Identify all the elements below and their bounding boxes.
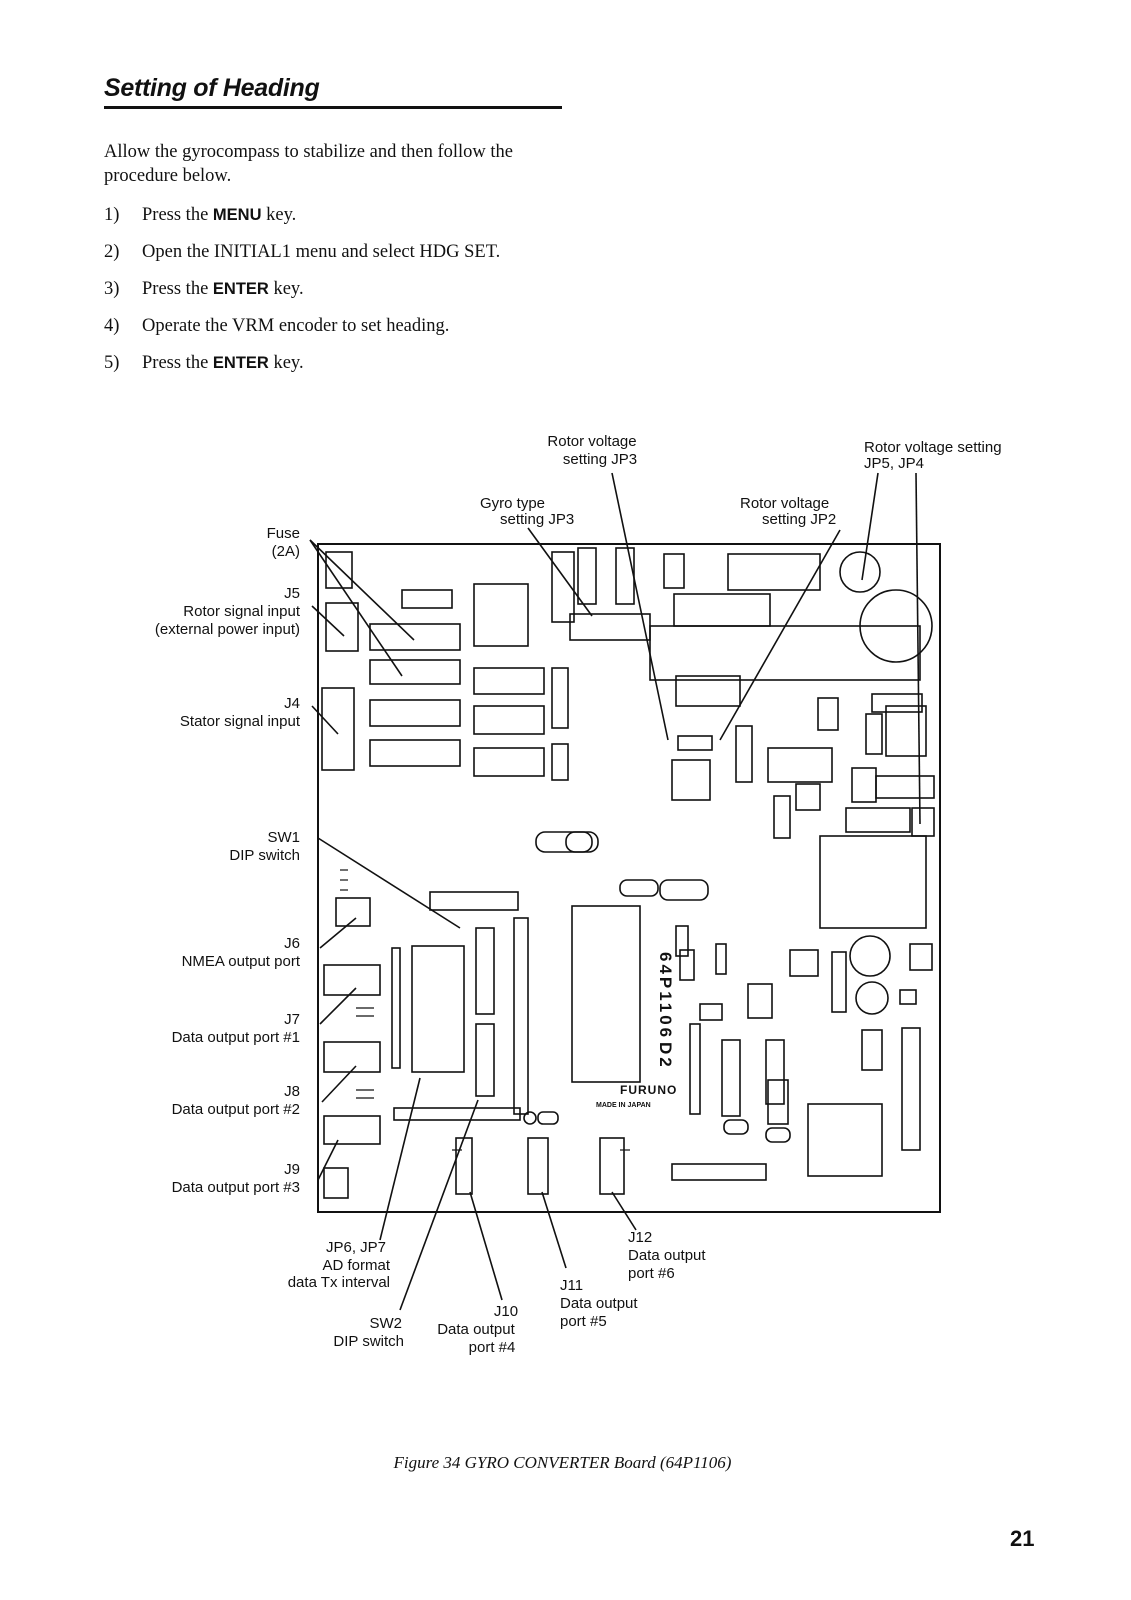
svg-text:DIP switch: DIP switch — [229, 847, 300, 864]
svg-text:Data output: Data output — [560, 1295, 638, 1312]
label-sw1: SW1 — [267, 829, 300, 846]
svg-text:Data output port #1: Data output port #1 — [172, 1029, 300, 1046]
chip-revision: D2 — [656, 1042, 675, 1070]
label-j11: J11 — [560, 1277, 583, 1294]
j5-connector — [325, 602, 359, 652]
svg-text:(2A): (2A) — [272, 543, 300, 560]
j9-connector — [323, 1167, 349, 1199]
svg-text:Data output: Data output — [628, 1247, 706, 1264]
label-j8: J8 — [284, 1083, 300, 1100]
key-name: ENTER — [212, 280, 269, 298]
svg-text:port #6: port #6 — [628, 1265, 675, 1282]
label-fuse: Fuse — [267, 525, 300, 542]
step-5: 5) Press the ENTER key. — [104, 351, 704, 388]
key-name: ENTER — [212, 354, 269, 372]
step-text: Open the INITIAL1 menu and select HDG SE… — [142, 242, 501, 262]
label-rotor-jp2: Rotor voltage — [740, 495, 829, 512]
svg-text:setting JP3: setting JP3 — [563, 451, 637, 468]
svg-text:JP5, JP4: JP5, JP4 — [864, 455, 924, 472]
fuse-holder — [325, 551, 353, 589]
step-2: 2) Open the INITIAL1 menu and select HDG… — [104, 240, 704, 277]
step-3: 3) Press the ENTER key. — [104, 277, 704, 314]
procedure-steps: 1) Press the MENU key. 2) Open the INITI… — [104, 203, 704, 388]
label-j6: J6 — [284, 935, 300, 952]
sw1-dip-switch — [335, 897, 371, 927]
svg-text:setting JP3: setting JP3 — [500, 511, 574, 528]
step-number: 1) — [104, 205, 120, 225]
svg-text:data Tx interval: data Tx interval — [288, 1274, 390, 1291]
step-number: 4) — [104, 316, 120, 336]
j11-connector — [527, 1137, 549, 1195]
j12-connector — [599, 1137, 625, 1195]
step-number: 2) — [104, 242, 120, 262]
label-sw2: SW2 — [369, 1315, 402, 1332]
board-outline — [317, 543, 941, 1213]
svg-text:(external power input): (external power input) — [155, 621, 300, 638]
label-j5: J5 — [284, 585, 300, 602]
intro-paragraph: Allow the gyrocompass to stabilize and t… — [104, 142, 513, 186]
svg-text:Data output port #3: Data output port #3 — [172, 1179, 300, 1196]
step-number: 5) — [104, 353, 120, 373]
svg-text:Rotor signal input: Rotor signal input — [183, 603, 301, 620]
label-j12: J12 — [628, 1229, 652, 1246]
label-j10: J10 — [494, 1303, 518, 1320]
j10-connector — [455, 1137, 473, 1195]
label-j9: J9 — [284, 1161, 300, 1178]
step-text: Press the ENTER key. — [142, 279, 304, 299]
j4-connector — [321, 687, 355, 771]
step-text: Operate the VRM encoder to set heading. — [142, 316, 450, 336]
step-text: Press the MENU key. — [142, 205, 297, 225]
label-jp6-jp7: JP6, JP7 — [326, 1239, 386, 1256]
label-rotor-jp5-jp4: Rotor voltage setting — [864, 439, 1002, 456]
svg-text:Stator signal input: Stator signal input — [180, 713, 301, 730]
label-j7: J7 — [284, 1011, 300, 1028]
step-4: 4) Operate the VRM encoder to set headin… — [104, 314, 704, 351]
svg-text:AD format: AD format — [322, 1257, 390, 1274]
label-rotor-jp3: Rotor voltage — [547, 433, 636, 450]
step-number: 3) — [104, 279, 120, 299]
svg-text:Data output port #2: Data output port #2 — [172, 1101, 300, 1118]
svg-text:NMEA output port: NMEA output port — [182, 953, 301, 970]
j8-connector — [323, 1115, 381, 1145]
j6-connector — [323, 964, 381, 996]
section-heading: Setting of Heading — [104, 74, 320, 102]
label-gyro-type: Gyro type — [480, 495, 545, 512]
svg-text:Data output: Data output — [437, 1321, 515, 1338]
step-1: 1) Press the MENU key. — [104, 203, 704, 240]
page-number: 21 — [1010, 1526, 1035, 1551]
svg-text:port #5: port #5 — [560, 1313, 607, 1330]
maker-mark: FURUNO — [620, 1083, 677, 1097]
heading-underline — [104, 106, 562, 109]
svg-text:DIP switch: DIP switch — [333, 1333, 404, 1350]
svg-text:setting JP2: setting JP2 — [762, 511, 836, 528]
step-text: Press the ENTER key. — [142, 353, 304, 373]
figure-caption: Figure 34 GYRO CONVERTER Board (64P1106) — [393, 1453, 732, 1472]
label-j4: J4 — [284, 695, 300, 712]
main-ic-chip — [571, 905, 641, 1083]
j7-connector — [323, 1041, 381, 1073]
key-name: MENU — [212, 206, 262, 224]
made-in-mark: MADE IN JAPAN — [596, 1102, 651, 1109]
gyro-converter-board-diagram: Rotor voltage setting JP3 Rotor voltage … — [155, 433, 1002, 1356]
svg-text:port #4: port #4 — [469, 1339, 516, 1356]
chip-part-number: 64P1106 — [656, 952, 675, 1040]
